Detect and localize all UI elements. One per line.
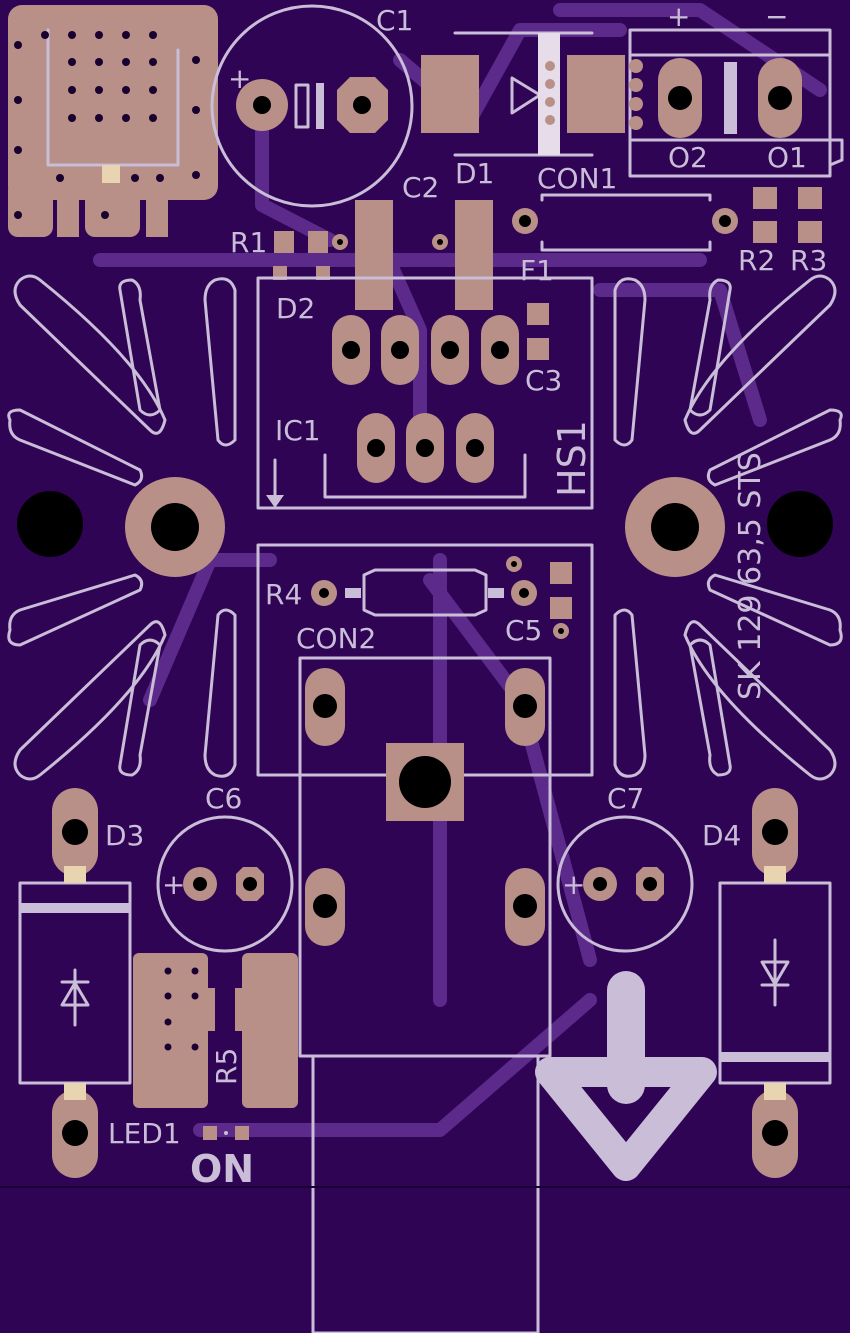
diode-d1: D1 [421,31,625,190]
label-r2: R2 [738,244,775,277]
capacitor-c2: C2 [355,171,493,310]
resistor-r4: R4 [265,568,537,617]
label-r4: R4 [265,578,302,611]
resistor-r5: R5 [133,953,298,1108]
label-ic1: IC1 [275,414,321,447]
con1-minus: − [765,0,788,33]
connector-con2: CON2 [296,622,552,1333]
label-con2: CON2 [296,622,376,655]
con1-plus: + [667,0,690,33]
label-led1: LED1 [108,1117,181,1150]
resistor-r2: R2 [738,187,777,277]
label-con1: CON1 [537,162,617,195]
con1-pin-o2: O2 [668,141,708,174]
led-on-label: ON [190,1147,254,1191]
label-d2: D2 [276,292,315,325]
capacitor-c1: + C1 [210,4,414,208]
label-c5: C5 [505,614,542,647]
capacitor-c5: C5 [505,556,572,647]
label-c3: C3 [525,364,562,397]
connector-con1: + − O2 O1 CON1 [537,0,844,195]
label-f1: F1 [520,254,554,287]
label-r1: R1 [230,226,267,259]
label-hs1: HS1 [550,420,594,497]
label-d1: D1 [455,157,494,190]
capacitor-c3: C3 [525,303,562,397]
c1-polarity-plus: + [228,62,251,95]
diode-d4: D4 [702,788,832,1178]
label-c1: C1 [376,4,413,37]
fuse-f1: F1 [512,193,738,287]
capacitor-c7: + C7 [556,782,694,953]
label-d4: D4 [702,819,741,852]
label-c7: C7 [607,782,644,815]
con1-pin-o1: O1 [767,141,807,174]
top-left-pad-cluster [8,5,218,237]
arrow-down-icon [535,971,717,1181]
resistor-r3: R3 [790,187,827,277]
label-c6: C6 [205,782,242,815]
resistor-r1: R1 [230,226,448,259]
heatsink-hs1: HS1 SK 129 63,5 STS [7,274,843,781]
c6-polarity-plus: + [162,868,185,901]
label-c2: C2 [402,171,439,204]
c7-polarity-plus: + [562,868,585,901]
regulator-ic1: IC1 [266,315,527,508]
heatsink-part-number: SK 129 63,5 STS [733,452,768,700]
capacitor-c6: + C6 [156,782,294,953]
led-led1: LED1 ON [108,1117,254,1191]
diode-d3: D3 [18,788,144,1178]
label-r3: R3 [790,244,827,277]
label-r5: R5 [210,1048,243,1085]
label-d3: D3 [105,819,144,852]
